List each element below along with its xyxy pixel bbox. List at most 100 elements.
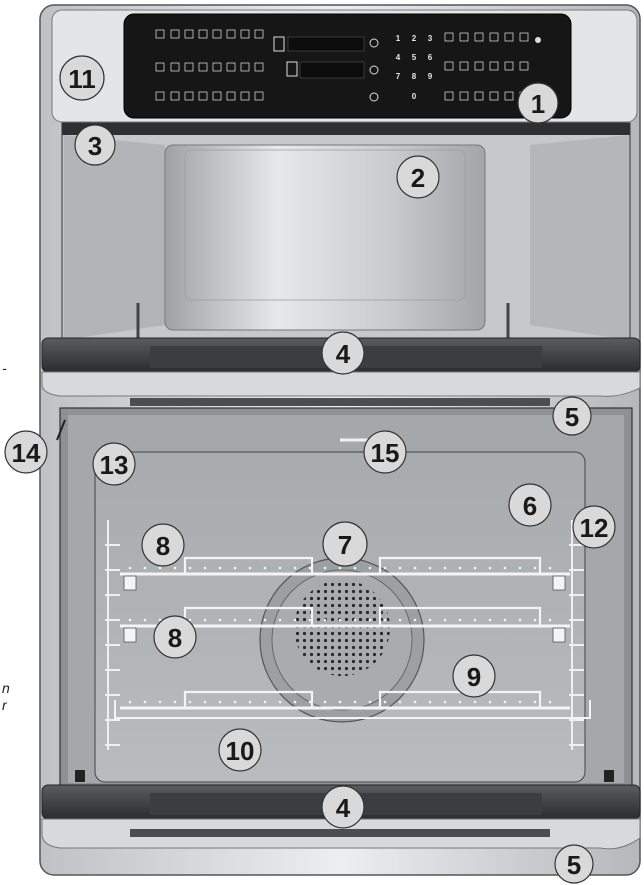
callout-label: 2 xyxy=(411,163,425,193)
callout-6-c6: 6 xyxy=(508,483,552,527)
panel-button[interactable] xyxy=(519,61,529,71)
keypad-key-3[interactable]: 3 xyxy=(428,34,433,43)
panel-button[interactable] xyxy=(489,61,499,71)
panel-button[interactable] xyxy=(212,91,222,101)
panel-button[interactable] xyxy=(155,29,165,39)
panel-button[interactable] xyxy=(504,32,514,42)
keypad-key-8[interactable]: 8 xyxy=(412,72,417,81)
callout-label: 10 xyxy=(226,736,255,766)
panel-button[interactable] xyxy=(459,61,469,71)
panel-button[interactable] xyxy=(489,91,499,101)
panel-button[interactable] xyxy=(212,62,222,72)
callout-label: 3 xyxy=(88,131,102,161)
panel-button[interactable] xyxy=(198,29,208,39)
oven-racks xyxy=(114,556,591,719)
panel-button[interactable] xyxy=(504,91,514,101)
panel-button[interactable] xyxy=(254,29,264,39)
callout-5-c5b: 5 xyxy=(554,844,594,884)
panel-button[interactable] xyxy=(444,32,454,42)
panel-button[interactable] xyxy=(474,91,484,101)
callout-7-c7: 7 xyxy=(322,521,368,567)
panel-button[interactable] xyxy=(519,32,529,42)
start-icon[interactable] xyxy=(369,92,379,102)
callout-9-c9: 9 xyxy=(452,654,496,698)
panel-button[interactable] xyxy=(254,91,264,101)
callout-8-c8a: 8 xyxy=(141,523,185,567)
numeric-keypad: 1 2 3 4 5 6 7 8 9 0 xyxy=(396,34,433,101)
callout-label: 13 xyxy=(100,450,129,480)
panel-button[interactable] xyxy=(170,62,180,72)
callout-13-c13: 13 xyxy=(92,442,136,486)
keypad-key-7[interactable]: 7 xyxy=(396,72,401,81)
panel-button[interactable] xyxy=(226,29,236,39)
upper-oven-microwave xyxy=(61,122,631,344)
panel-button[interactable] xyxy=(459,91,469,101)
keypad-key-1[interactable]: 1 xyxy=(396,34,401,43)
oven-rack[interactable] xyxy=(120,690,570,710)
panel-button[interactable] xyxy=(155,62,165,72)
callout-label: 4 xyxy=(336,339,351,369)
panel-button[interactable] xyxy=(198,91,208,101)
panel-button[interactable] xyxy=(240,29,250,39)
timer-icon[interactable] xyxy=(369,38,379,48)
panel-button[interactable] xyxy=(198,62,208,72)
panel-button[interactable] xyxy=(459,32,469,42)
panel-button[interactable] xyxy=(444,91,454,101)
keypad-key-6[interactable]: 6 xyxy=(428,53,433,62)
upper-oven-icon xyxy=(273,36,285,52)
panel-button[interactable] xyxy=(474,32,484,42)
upper-display xyxy=(287,36,365,52)
convection-fan xyxy=(294,580,390,676)
margin-fragment-top: - xyxy=(2,360,7,376)
panel-button[interactable] xyxy=(474,61,484,71)
oven-rack[interactable] xyxy=(120,606,570,643)
light-icon[interactable] xyxy=(535,37,541,43)
panel-button[interactable] xyxy=(212,29,222,39)
callout-label: 6 xyxy=(523,491,537,521)
callout-14-c14: 14 xyxy=(4,430,48,474)
callout-label: 7 xyxy=(338,530,352,560)
panel-button[interactable] xyxy=(170,91,180,101)
callout-10-c10: 10 xyxy=(218,728,262,772)
panel-button[interactable] xyxy=(254,62,264,72)
callout-label: 9 xyxy=(467,662,481,692)
panel-button[interactable] xyxy=(155,91,165,101)
panel-button[interactable] xyxy=(184,91,194,101)
keypad-key-2[interactable]: 2 xyxy=(412,34,417,43)
panel-button[interactable] xyxy=(504,61,514,71)
callout-15-c15: 15 xyxy=(363,430,407,474)
panel-button[interactable] xyxy=(170,29,180,39)
callout-4-c4a: 4 xyxy=(321,331,365,375)
panel-button[interactable] xyxy=(240,91,250,101)
control-panel: 1 2 3 4 5 6 7 8 9 0 xyxy=(123,13,572,119)
callout-label: 5 xyxy=(565,402,579,432)
panel-button[interactable] xyxy=(226,62,236,72)
clock-icon[interactable] xyxy=(369,65,379,75)
callout-4-c4b: 4 xyxy=(321,785,365,829)
keypad-key-5[interactable]: 5 xyxy=(412,53,417,62)
keypad-key-4[interactable]: 4 xyxy=(396,53,401,62)
callout-3-c3: 3 xyxy=(74,124,116,166)
panel-button[interactable] xyxy=(444,61,454,71)
keypad-key-0[interactable]: 0 xyxy=(412,92,417,101)
callout-1-c1: 1 xyxy=(517,82,559,124)
panel-button[interactable] xyxy=(489,32,499,42)
lower-oven-icon xyxy=(286,61,298,77)
panel-button[interactable] xyxy=(184,29,194,39)
keypad-key-9[interactable]: 9 xyxy=(428,72,433,81)
panel-button[interactable] xyxy=(240,62,250,72)
margin-fragment-lower-1: n xyxy=(2,680,10,696)
lower-oven xyxy=(59,407,633,791)
oven-rack[interactable] xyxy=(120,556,570,591)
callout-12-c12: 12 xyxy=(572,505,616,549)
panel-button[interactable] xyxy=(226,91,236,101)
callout-label: 8 xyxy=(168,623,182,653)
control-panel-buttons xyxy=(155,29,541,102)
lower-display xyxy=(299,61,365,79)
margin-fragment-lower-2: r xyxy=(2,697,7,713)
panel-button[interactable] xyxy=(184,62,194,72)
callout-8-c8b: 8 xyxy=(153,615,197,659)
